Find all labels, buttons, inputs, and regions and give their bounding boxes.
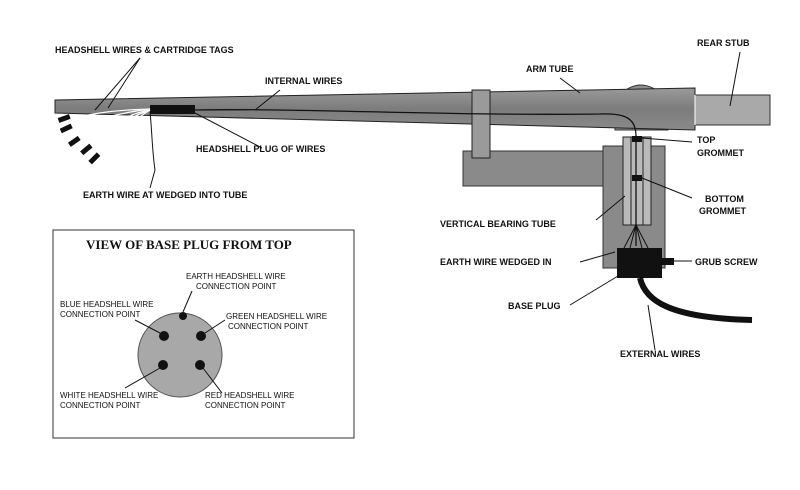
label-bottom-grommet-2: GROMMET (699, 206, 746, 216)
label-bottom-grommet: BOTTOM (705, 194, 744, 204)
top-grommet (632, 136, 642, 142)
label-headshell-wires: HEADSHELL WIRES & CARTRIDGE TAGS (55, 45, 234, 55)
label-grub-screw: GRUB SCREW (695, 257, 758, 267)
bottom-grommet (632, 175, 642, 181)
inset-title: VIEW OF BASE PLUG FROM TOP (86, 237, 292, 252)
label-earth-wire-tube: EARTH WIRE AT WEDGED INTO TUBE (83, 190, 247, 200)
base-plug (617, 248, 662, 278)
label-top-grommet-2: GROMMET (697, 148, 744, 158)
white-label-1: WHITE HEADSHELL WIRE (60, 391, 158, 400)
white-label-2: CONNECTION POINT (60, 401, 141, 410)
green-connection-point (196, 331, 206, 341)
label-vertical-bearing-tube: VERTICAL BEARING TUBE (440, 219, 556, 229)
external-wires (637, 277, 753, 323)
label-internal-wires: INTERNAL WIRES (265, 76, 342, 86)
cartridge-tags (57, 114, 101, 165)
label-rear-stub: REAR STUB (697, 38, 750, 48)
label-external-wires: EXTERNAL WIRES (620, 349, 700, 359)
label-base-plug: BASE PLUG (508, 301, 561, 311)
white-connection-point (158, 360, 168, 370)
label-headshell-plug: HEADSHELL PLUG OF WIRES (196, 144, 325, 154)
headshell-plug (150, 105, 195, 114)
arm-clamp (471, 89, 491, 159)
label-earth-wire-wedged: EARTH WIRE WEDGED IN (440, 257, 552, 267)
green-label-1: GREEN HEADSHELL WIRE (226, 312, 327, 321)
earth-label-2: CONNECTION POINT (196, 282, 277, 291)
green-label-2: CONNECTION POINT (228, 322, 309, 331)
red-label-2: CONNECTION POINT (205, 401, 286, 410)
label-top-grommet: TOP (697, 135, 715, 145)
blue-connection-point (159, 331, 169, 341)
red-connection-point (195, 360, 205, 370)
blue-label-2: CONNECTION POINT (60, 310, 141, 319)
base-plug-top-view (137, 312, 223, 398)
rear-stub (694, 94, 771, 126)
earth-wire (149, 111, 156, 171)
grub-screw (662, 258, 674, 265)
label-arm-tube: ARM TUBE (526, 64, 574, 74)
earth-connection-point (179, 312, 187, 320)
internal-wire (194, 109, 637, 246)
blue-label-1: BLUE HEADSHELL WIRE (60, 300, 154, 309)
earth-label-1: EARTH HEADSHELL WIRE (186, 272, 286, 281)
red-label-1: RED HEADSHELL WIRE (205, 391, 295, 400)
